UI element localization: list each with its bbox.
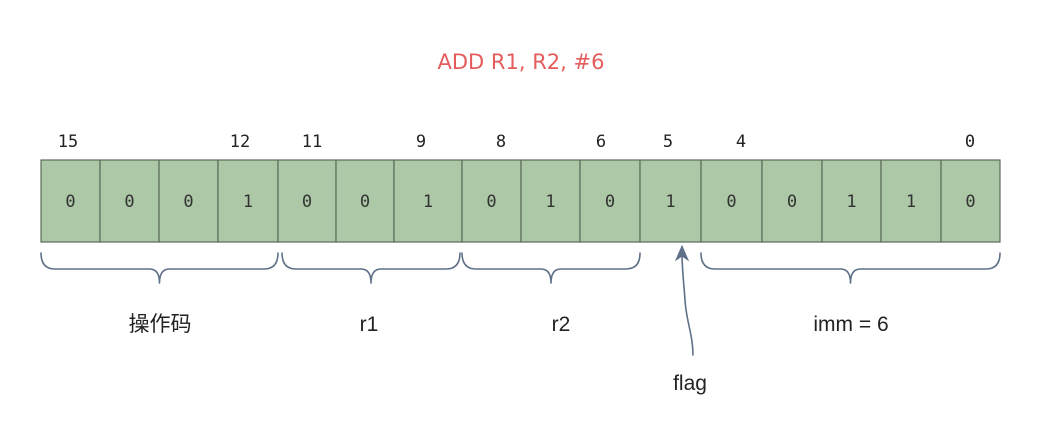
bit-cell [940, 159, 1001, 243]
field-label: flag [673, 372, 707, 395]
bit-number-label: 0 [965, 132, 975, 152]
bit-cell-value: 1 [665, 192, 675, 212]
bit-number-label: 12 [230, 132, 250, 152]
bit-number-label: 5 [663, 132, 673, 152]
bit-cell [520, 159, 581, 243]
bit-cell-value: 0 [65, 192, 75, 212]
bit-cell-value: 0 [486, 192, 496, 212]
flag-arrow-shaft [681, 253, 694, 356]
bit-number-label: 8 [496, 132, 506, 152]
bit-cell-value: 0 [787, 192, 797, 212]
bit-cell-row: 0 0 0 1 0 0 1 0 1 0 1 0 0 1 1 0 [40, 159, 1001, 243]
bit-cell [700, 159, 763, 243]
bit-cell [821, 159, 882, 243]
bit-cell-value: 0 [965, 192, 975, 212]
bit-cell [277, 159, 337, 243]
bit-cell [579, 159, 641, 243]
bit-cell-value: 0 [360, 192, 370, 212]
bit-cell [335, 159, 395, 243]
bit-cell-value: 0 [605, 192, 615, 212]
field-label: 操作码 [129, 313, 192, 336]
bit-cell [40, 159, 101, 243]
bit-cell [461, 159, 522, 243]
flag-arrow-head [674, 244, 690, 262]
brace-imm [700, 252, 1001, 284]
field-braces [40, 252, 1001, 284]
brace-r1 [281, 252, 461, 284]
brace-opcode [40, 252, 279, 284]
instruction-title: ADD R1, R2, #6 [437, 50, 605, 74]
bit-cell [217, 159, 279, 243]
bit-cell-value: 1 [545, 192, 555, 212]
bit-cell-value: 1 [423, 192, 433, 212]
bit-number-label: 9 [416, 132, 426, 152]
bit-number-row: 15 12 11 9 8 6 5 4 0 [58, 132, 975, 152]
field-labels: 操作码 r1 r2 flag imm = 6 [129, 313, 889, 395]
bit-cell [761, 159, 823, 243]
bit-cell-value: 0 [726, 192, 736, 212]
bit-cell [639, 159, 702, 243]
bit-cell-value: 1 [243, 192, 253, 212]
field-label: r1 [360, 313, 379, 336]
bit-number-label: 4 [736, 132, 746, 152]
bit-cell [158, 159, 219, 243]
field-label: imm = 6 [813, 313, 888, 336]
field-label: r2 [552, 313, 571, 336]
bit-number-label: 6 [596, 132, 606, 152]
bit-number-label: 11 [302, 132, 322, 152]
bit-cell [393, 159, 463, 243]
bit-cell [99, 159, 160, 243]
bit-cell [880, 159, 942, 243]
bit-cell-value: 0 [183, 192, 193, 212]
bit-cell-value: 1 [846, 192, 856, 212]
brace-r2 [461, 252, 641, 284]
bit-cell-value: 0 [124, 192, 134, 212]
bit-cell-value: 1 [906, 192, 916, 212]
flag-arrow [674, 244, 694, 356]
bit-number-label: 15 [58, 132, 78, 152]
bit-cell-value: 0 [302, 192, 312, 212]
